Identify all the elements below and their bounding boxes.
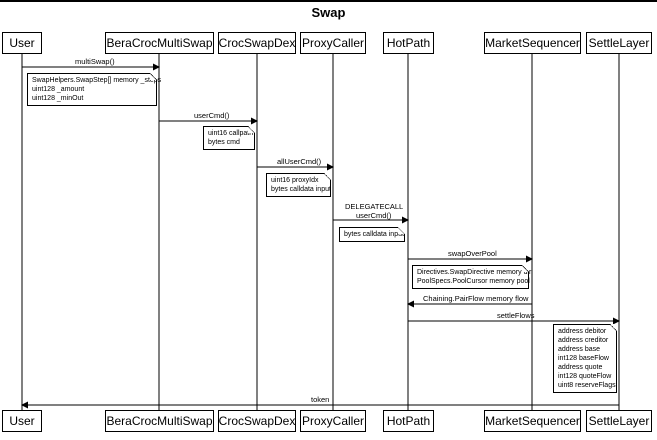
message-label-swapoverpool: swapOverPool — [448, 249, 497, 258]
participant-top-marketsequencer: MarketSequencer — [484, 32, 581, 54]
participant-top-hotpath: HotPath — [383, 32, 434, 54]
diagram-title: Swap — [311, 5, 346, 20]
participant-top-beracrocmultiswap: BeraCrocMultiSwap — [105, 32, 214, 54]
participant-bottom-beracrocmultiswap: BeraCrocMultiSwap — [105, 410, 214, 432]
message-label-allusercmd: allUserCmd() — [277, 157, 322, 166]
title-bar — [0, 0, 657, 2]
participant-top-proxycaller: ProxyCaller — [300, 32, 366, 54]
message-label-delegatecall: DELEGATECALL — [345, 202, 404, 211]
message-label-pairflow: Chaining.PairFlow memory flow — [423, 294, 529, 303]
note-settleflows-params: address debitor address creditor address… — [553, 324, 617, 393]
participant-bottom-crocswapdex: CrocSwapDex — [218, 410, 296, 432]
note-usercmd-params: uint16 callpath bytes cmd — [203, 126, 255, 150]
note-swapoverpool-params: Directives.SwapDirective memory dir Pool… — [412, 265, 531, 289]
note-delegatecall-params: bytes calldata input — [339, 227, 405, 242]
message-label-delegatecall-usercmd: userCmd() — [356, 211, 392, 220]
participant-bottom-proxycaller: ProxyCaller — [300, 410, 366, 432]
participant-bottom-user: User — [2, 410, 42, 432]
participant-bottom-settlelayer: SettleLayer — [586, 410, 652, 432]
participant-bottom-hotpath: HotPath — [383, 410, 434, 432]
note-multiswap-params: SwapHelpers.SwapStep[] memory _steps uin… — [27, 73, 161, 106]
message-label-multiswap: multiSwap() — [75, 57, 115, 66]
note-allusercmd-params: uint16 proxyIdx bytes calldata input — [266, 173, 331, 197]
message-label-token: token — [311, 395, 330, 404]
message-label-settleflows: settleFlows — [497, 311, 535, 320]
message-label-usercmd: userCmd() — [194, 111, 230, 120]
participant-top-settlelayer: SettleLayer — [586, 32, 652, 54]
participant-top-crocswapdex: CrocSwapDex — [218, 32, 296, 54]
participant-top-user: User — [2, 32, 42, 54]
participant-bottom-marketsequencer: MarketSequencer — [484, 410, 581, 432]
